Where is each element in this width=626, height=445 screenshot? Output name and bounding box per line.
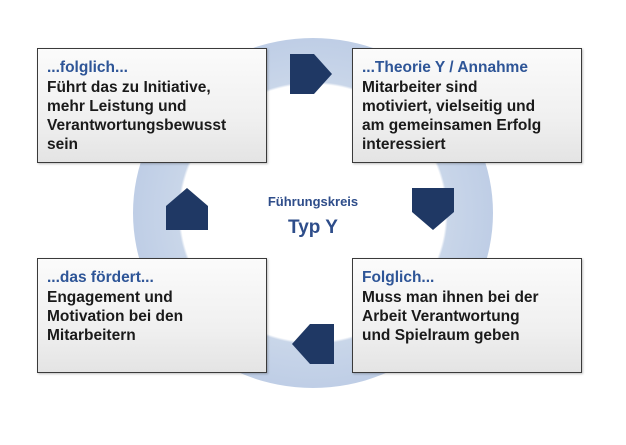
center-subtitle: Typ Y: [288, 217, 338, 238]
box-line: Mitarbeitern: [47, 327, 136, 344]
box-folglich-initiative: ...folglich... Führt das zu Initiative, …: [37, 48, 267, 163]
arrow-right-icon: [290, 54, 332, 94]
box-folglich-verantwortung: Folglich... Muss man ihnen bei der Arbei…: [352, 258, 582, 373]
box-line: und Spielraum geben: [362, 327, 520, 344]
box-body: Mitarbeiter sind motiviert, vielseitig u…: [362, 78, 572, 154]
box-line: Führt das zu Initiative,: [47, 79, 211, 96]
box-line: Arbeit Verantwortung: [362, 308, 520, 325]
box-line: Motivation bei den: [47, 308, 184, 325]
box-line: interessiert: [362, 136, 446, 153]
box-line: Engagement und: [47, 289, 173, 306]
box-body: Führt das zu Initiative, mehr Leistung u…: [47, 78, 257, 154]
arrow-left-icon: [292, 324, 334, 364]
box-heading: Folglich...: [362, 269, 435, 286]
box-line: mehr Leistung und: [47, 98, 187, 115]
center-title: Führungskreis: [267, 194, 359, 209]
box-line: Verantwortungsbewusst: [47, 117, 227, 134]
box-heading: ...das fördert...: [47, 269, 154, 286]
box-heading: ...Theorie Y / Annahme: [362, 59, 528, 76]
box-theorie-y: ...Theorie Y / Annahme Mitarbeiter sind …: [352, 48, 582, 163]
box-body: Muss man ihnen bei der Arbeit Verantwort…: [362, 288, 572, 345]
box-line: am gemeinsamen Erfolg: [362, 117, 542, 134]
box-body: Engagement und Motivation bei den Mitarb…: [47, 288, 257, 345]
box-heading: ...folglich...: [47, 59, 128, 76]
box-line: Mitarbeiter sind: [362, 79, 478, 96]
box-line: Muss man ihnen bei der: [362, 289, 539, 306]
arrow-down-icon: [412, 188, 454, 230]
box-line: sein: [47, 136, 79, 153]
box-line: motiviert, vielseitig und: [362, 98, 536, 115]
arrow-up-icon: [166, 188, 208, 230]
box-das-foerdert: ...das fördert... Engagement und Motivat…: [37, 258, 267, 373]
